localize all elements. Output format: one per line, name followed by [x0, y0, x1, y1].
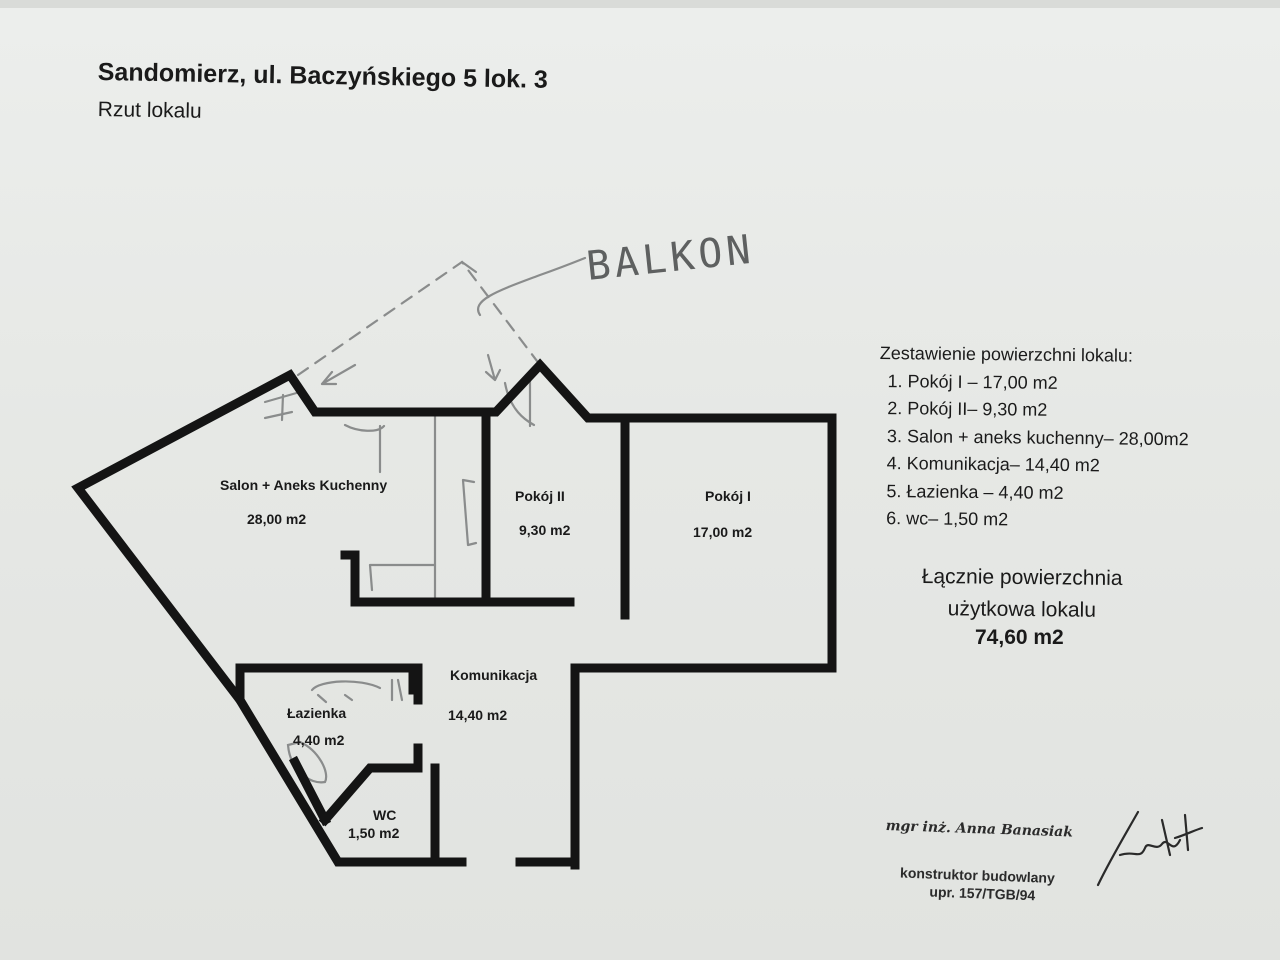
room-lazienka-name: Łazienka: [287, 705, 346, 721]
area-summary: Zestawienie powierzchni lokalu: 1. Pokój…: [878, 340, 1270, 537]
summary-item: 4. Komunikacja– 14,40 m2: [886, 453, 1100, 476]
room-komunikacja-name: Komunikacja: [450, 667, 537, 683]
room-lazienka-area: 4,40 m2: [293, 732, 345, 748]
total-area-label: Łącznie powierzchnia użytkowa lokalu: [892, 561, 1153, 628]
room-labels: Salon + Aneks Kuchenny 28,00 m2 Pokój II…: [220, 477, 752, 841]
room-salon-name: Salon + Aneks Kuchenny: [220, 477, 387, 493]
outer-wall-lower: [233, 693, 467, 867]
signature-mark: [1096, 810, 1204, 887]
summary-item: 3. Salon + aneks kuchenny– 28,00m2: [886, 425, 1189, 449]
summary-item: 2. Pokój II– 9,30 m2: [887, 398, 1048, 420]
room-pokoj2-name: Pokój II: [515, 488, 565, 504]
room-pokoj1-name: Pokój I: [705, 488, 751, 504]
total-label-line2: użytkowa lokalu: [947, 597, 1097, 622]
wall-bath-diag: [288, 755, 332, 827]
wall-wc-top: [318, 743, 423, 827]
room-salon-area: 28,00 m2: [247, 511, 306, 527]
total-area-value: 74,60 m2: [975, 626, 1064, 649]
balcony-note: BALKON: [584, 227, 756, 290]
walls: [71, 358, 837, 870]
summary-item: 1. Pokój I – 17,00 m2: [887, 370, 1058, 393]
room-wc-name: WC: [373, 807, 396, 823]
room-wc-area: 1,50 m2: [348, 825, 400, 841]
room-komunikacja-area: 14,40 m2: [448, 707, 507, 723]
total-label-line1: Łącznie powierzchnia: [921, 564, 1123, 591]
summary-list: 1. Pokój I – 17,00 m2 2. Pokój II– 9,30 …: [878, 367, 1270, 536]
room-pokoj2-area: 9,30 m2: [519, 522, 571, 538]
summary-heading: Zestawienie powierzchni lokalu:: [879, 342, 1134, 366]
room-pokoj1-area: 17,00 m2: [693, 524, 752, 540]
paper-sheet: [0, 8, 1280, 960]
summary-item: 5. Łazienka – 4,40 m2: [886, 480, 1064, 503]
outer-wall: [71, 358, 837, 870]
balcony-sketch: [263, 256, 587, 784]
wall-salon-bottom: [340, 550, 575, 607]
summary-item: 6. wc– 1,50 m2: [886, 508, 1009, 530]
